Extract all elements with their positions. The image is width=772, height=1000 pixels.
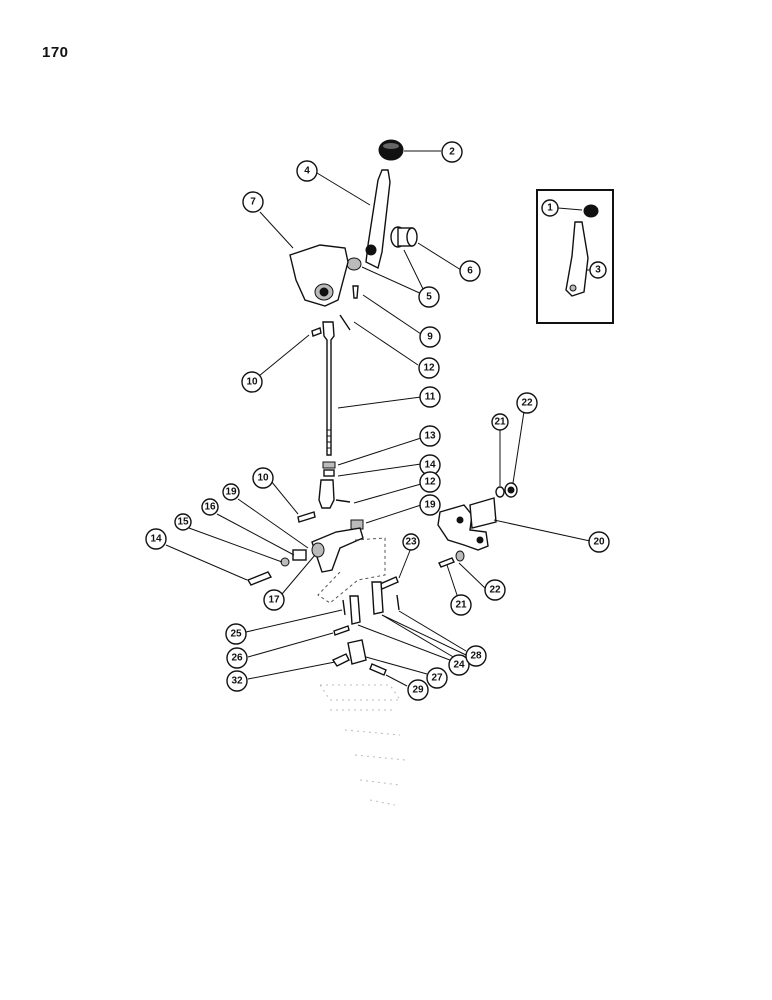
callout-label: 22 [489, 585, 501, 596]
callout-c31: 29 [407, 679, 429, 701]
callout-label: 16 [204, 502, 216, 513]
clevis-part [318, 479, 335, 509]
callout-label: 21 [494, 417, 506, 428]
callout-label: 11 [425, 392, 436, 403]
callout-label: 27 [431, 673, 443, 684]
callout-c12a: 12 [418, 357, 440, 379]
callout-label: 17 [268, 595, 280, 606]
mounting-bracket-part [437, 497, 497, 551]
callout-c18: 17 [263, 589, 285, 611]
pin-part [352, 285, 359, 299]
callout-label: 19 [225, 487, 237, 498]
bellcrank-part [311, 527, 364, 573]
bolt-part [311, 327, 322, 337]
small-bolt-part [369, 663, 387, 676]
callout-label: 10 [246, 377, 258, 388]
callout-c21: 21 [491, 413, 509, 431]
callout-c22: 22 [516, 392, 538, 414]
callout-label: 23 [405, 537, 417, 548]
callout-c10b: 10 [252, 467, 274, 489]
callout-label: 10 [257, 473, 269, 484]
clevis-pin-part [333, 625, 350, 636]
callout-label: 3 [595, 265, 601, 276]
background-shading [319, 684, 406, 806]
callout-label: 29 [412, 685, 424, 696]
callout-label: 28 [470, 651, 482, 662]
callout-label: 32 [231, 676, 243, 687]
callout-label: 20 [593, 537, 605, 548]
callout-label: 21 [455, 600, 467, 611]
clip-part [331, 653, 350, 667]
callout-label: 6 [467, 266, 473, 277]
callout-c29: 27 [426, 667, 448, 689]
callout-c2: 2 [441, 141, 463, 163]
callout-c32: 32 [226, 670, 248, 692]
callout-label: 7 [250, 197, 256, 208]
callout-c5: 5 [418, 286, 440, 308]
washer-nut-parts [495, 482, 518, 498]
callout-c28: 26 [226, 647, 248, 669]
callout-c25: 23 [402, 533, 420, 551]
callout-label: 26 [231, 653, 243, 664]
callout-label: 4 [304, 166, 310, 177]
callout-label: 1 [547, 203, 553, 214]
callout-c1: 1 [541, 199, 559, 217]
callout-c11: 11 [419, 386, 441, 408]
callout-c20: 20 [588, 531, 610, 553]
cotter-pin-parts [342, 594, 400, 616]
callout-c15: 14 [145, 528, 167, 550]
callout-c10a: 10 [241, 371, 263, 393]
callout-c30: 28 [465, 645, 487, 667]
callout-label: 12 [424, 477, 436, 488]
callout-label: 9 [427, 332, 433, 343]
shift-rod-part [322, 321, 335, 456]
callout-label: 12 [423, 363, 435, 374]
bushing-parts [346, 226, 418, 271]
callout-c17: 16 [201, 498, 219, 516]
callout-c16: 15 [174, 513, 192, 531]
callout-c19b: 19 [419, 494, 441, 516]
nut-parts [322, 461, 336, 477]
frame-outline [317, 537, 386, 604]
coupler-block-part [347, 639, 367, 665]
callout-label: 15 [177, 517, 189, 528]
link-bolt-part [379, 576, 399, 590]
roll-pin-part [339, 314, 351, 331]
callout-c13: 13 [419, 425, 441, 447]
callout-label: 22 [521, 398, 533, 409]
callout-c24: 22 [484, 579, 506, 601]
spacer-stack-parts [280, 549, 307, 567]
callout-c4: 4 [296, 160, 318, 182]
callout-c7: 7 [242, 191, 264, 213]
page-number: 170 [42, 44, 69, 61]
lever-housing-part [289, 244, 349, 307]
spacer-bushing-part [350, 519, 364, 530]
callout-c12b: 12 [419, 471, 441, 493]
callout-c6: 6 [459, 260, 481, 282]
callout-c3: 3 [589, 261, 607, 279]
callout-label: 13 [424, 431, 436, 442]
clevis-bolt-part [297, 511, 316, 523]
callout-label: 14 [150, 534, 162, 545]
bracket-bolt-parts [438, 550, 465, 568]
callout-label: 2 [449, 147, 455, 158]
long-bolt-part [246, 571, 273, 586]
shift-lever-part [365, 169, 391, 270]
callout-label: 14 [424, 460, 436, 471]
callout-c9: 9 [419, 326, 441, 348]
callout-label: 19 [424, 500, 436, 511]
link-arm-parts [349, 581, 384, 625]
callout-label: 25 [230, 629, 242, 640]
callout-c27: 25 [225, 623, 247, 645]
callout-label: 5 [426, 292, 432, 303]
shift-knob-part [378, 139, 404, 161]
callout-c23: 21 [450, 594, 472, 616]
callout-c19a: 19 [222, 483, 240, 501]
callout-label: 24 [453, 660, 465, 671]
callout-c26: 24 [448, 654, 470, 676]
lower-roll-pin-part [335, 499, 351, 503]
